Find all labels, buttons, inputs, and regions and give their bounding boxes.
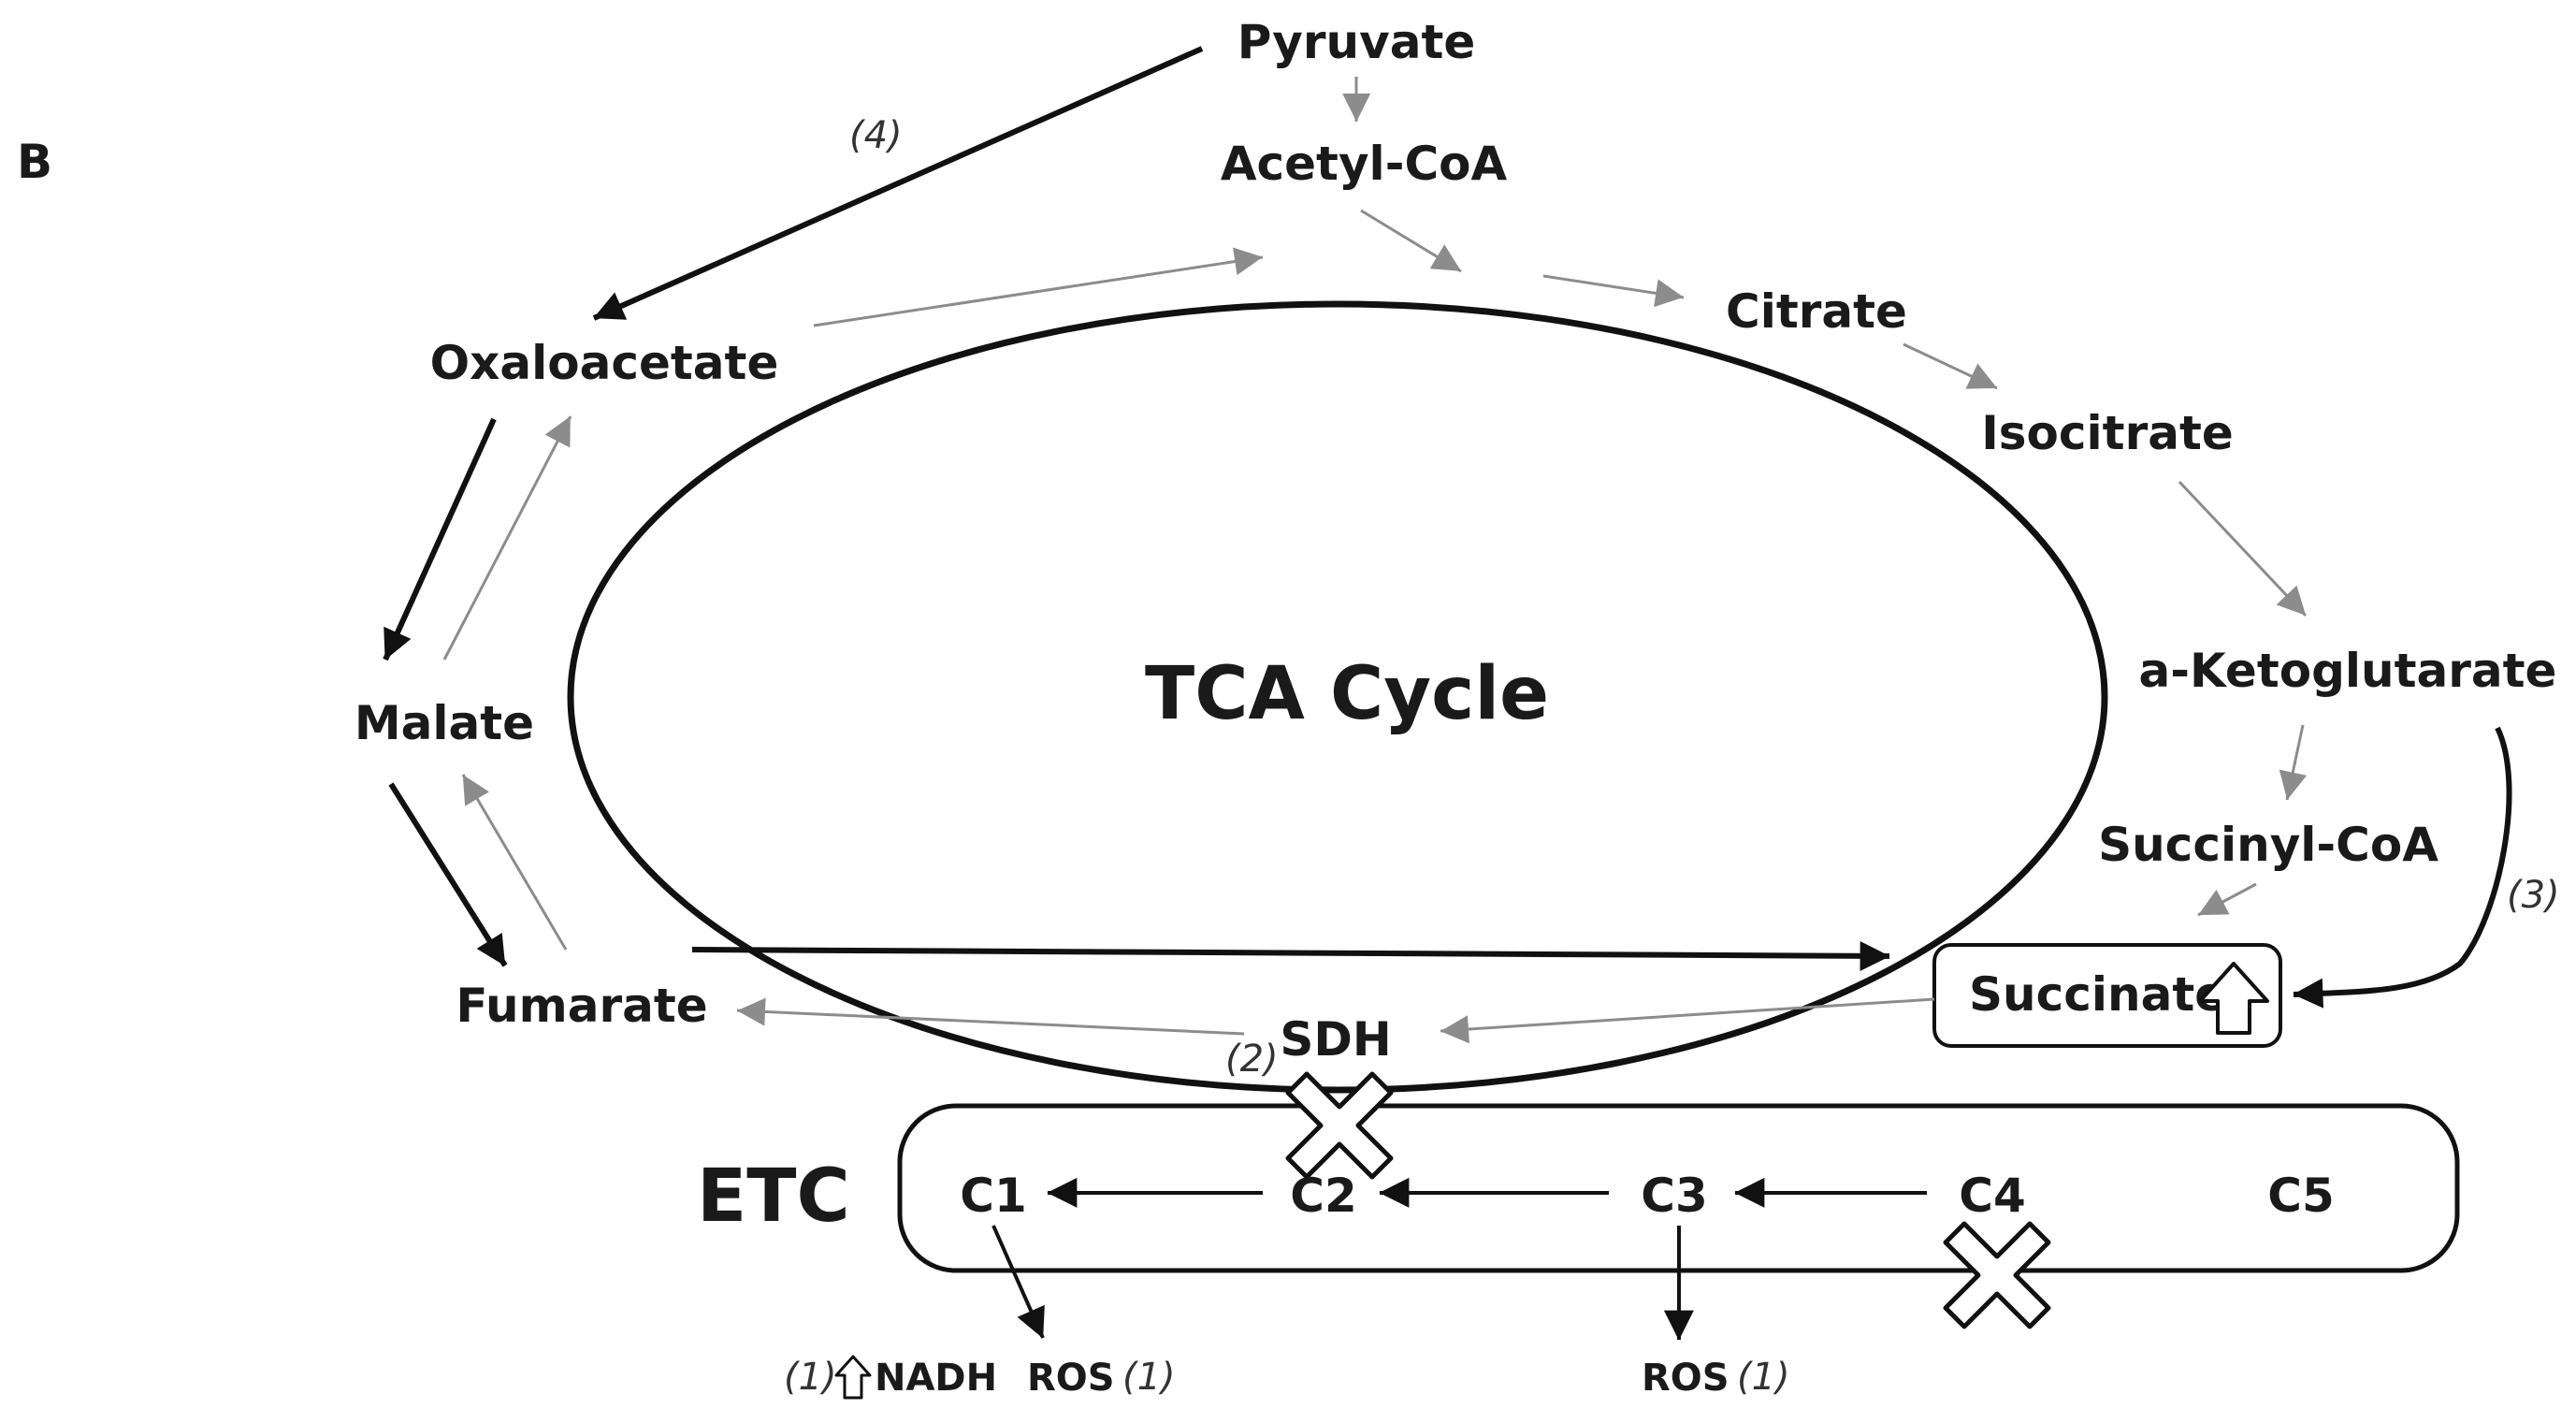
complex-c3: C3 [1641, 1169, 1707, 1223]
metabolite-malate: Malate [355, 696, 534, 750]
annotation-4: (4) [849, 114, 903, 157]
annotation-1-nadh: (1) [784, 1356, 837, 1399]
succinate-box [1932, 943, 2282, 1048]
etc-title: ETC [697, 1154, 850, 1239]
arrow-sdh-to-fumarate [736, 997, 1245, 1036]
output-nadh: NADH [875, 1357, 997, 1400]
arrow-pyruvate-to-oxaloacetate [592, 46, 1204, 321]
arrow-malate-to-oxaloacetate [442, 415, 572, 661]
tca-cycle-title: TCA Cycle [1145, 652, 1549, 736]
arrow-acetyl-coa-to-cycle [1360, 209, 1462, 273]
annotation-1-ros-c3: (1) [1737, 1356, 1790, 1399]
metabolite-acetyl-coa: Acetyl-CoA [1221, 137, 1508, 191]
metabolite-pyruvate: Pyruvate [1237, 15, 1476, 69]
metabolite-isocitrate: Isocitrate [1981, 406, 2234, 460]
arrow-malate-to-fumarate [388, 782, 508, 967]
metabolite-oxaloacetate: Oxaloacetate [430, 336, 779, 390]
enzyme-sdh: SDH [1280, 1012, 1391, 1067]
metabolite-a-ketoglutarate: a-Ketoglutarate [2139, 644, 2557, 698]
nadh-increase-up-arrow-icon [834, 1355, 872, 1400]
arrow-a-ketoglutarate-to-succinyl-coa [2279, 724, 2308, 801]
complex-c4: C4 [1959, 1169, 2025, 1223]
arrow-fumarate-to-succinate-reverse [691, 940, 1890, 971]
complex-c1: C1 [960, 1169, 1026, 1223]
arrow-succinyl-coa-to-succinate [2197, 882, 2257, 917]
arrow-succinate-to-sdh [1440, 997, 1935, 1044]
arrow-c1-to-ros [991, 1225, 1045, 1339]
metabolite-citrate: Citrate [1726, 284, 1907, 339]
sdh-blocked-x-icon [1285, 1071, 1394, 1180]
arrow-citrate-to-isocitrate [1903, 342, 1998, 390]
arrow-cycle-to-citrate [1542, 274, 1685, 308]
annotation-1-ros-c1: (1) [1122, 1356, 1176, 1399]
c4-blocked-x-icon [1943, 1221, 2051, 1329]
succinate-increase-up-arrow-icon [2198, 962, 2269, 1035]
metabolite-succinyl-coa: Succinyl-CoA [2098, 818, 2439, 872]
complex-c5: C5 [2267, 1169, 2334, 1223]
output-ros-c1: ROS [1027, 1357, 1115, 1400]
complex-c2: C2 [1290, 1169, 1356, 1223]
tca-cycle-ellipse [567, 300, 2108, 1094]
arrow-fumarate-to-malate [461, 774, 568, 951]
arrow-oxaloacetate-to-malate [383, 417, 497, 661]
arrow-oxaloacetate-to-cycle [813, 247, 1264, 327]
arrow-a-ketoglutarate-to-succinate [2293, 726, 2512, 1009]
annotation-2: (2) [1225, 1038, 1279, 1081]
panel-label: B [17, 135, 52, 189]
metabolite-succinate: Succinate [1969, 967, 2226, 1022]
output-ros-c3: ROS [1642, 1357, 1729, 1400]
arrow-isocitrate-to-a-ketoglutarate [2178, 480, 2308, 617]
annotation-3: (3) [2507, 874, 2560, 917]
metabolite-fumarate: Fumarate [456, 979, 707, 1033]
